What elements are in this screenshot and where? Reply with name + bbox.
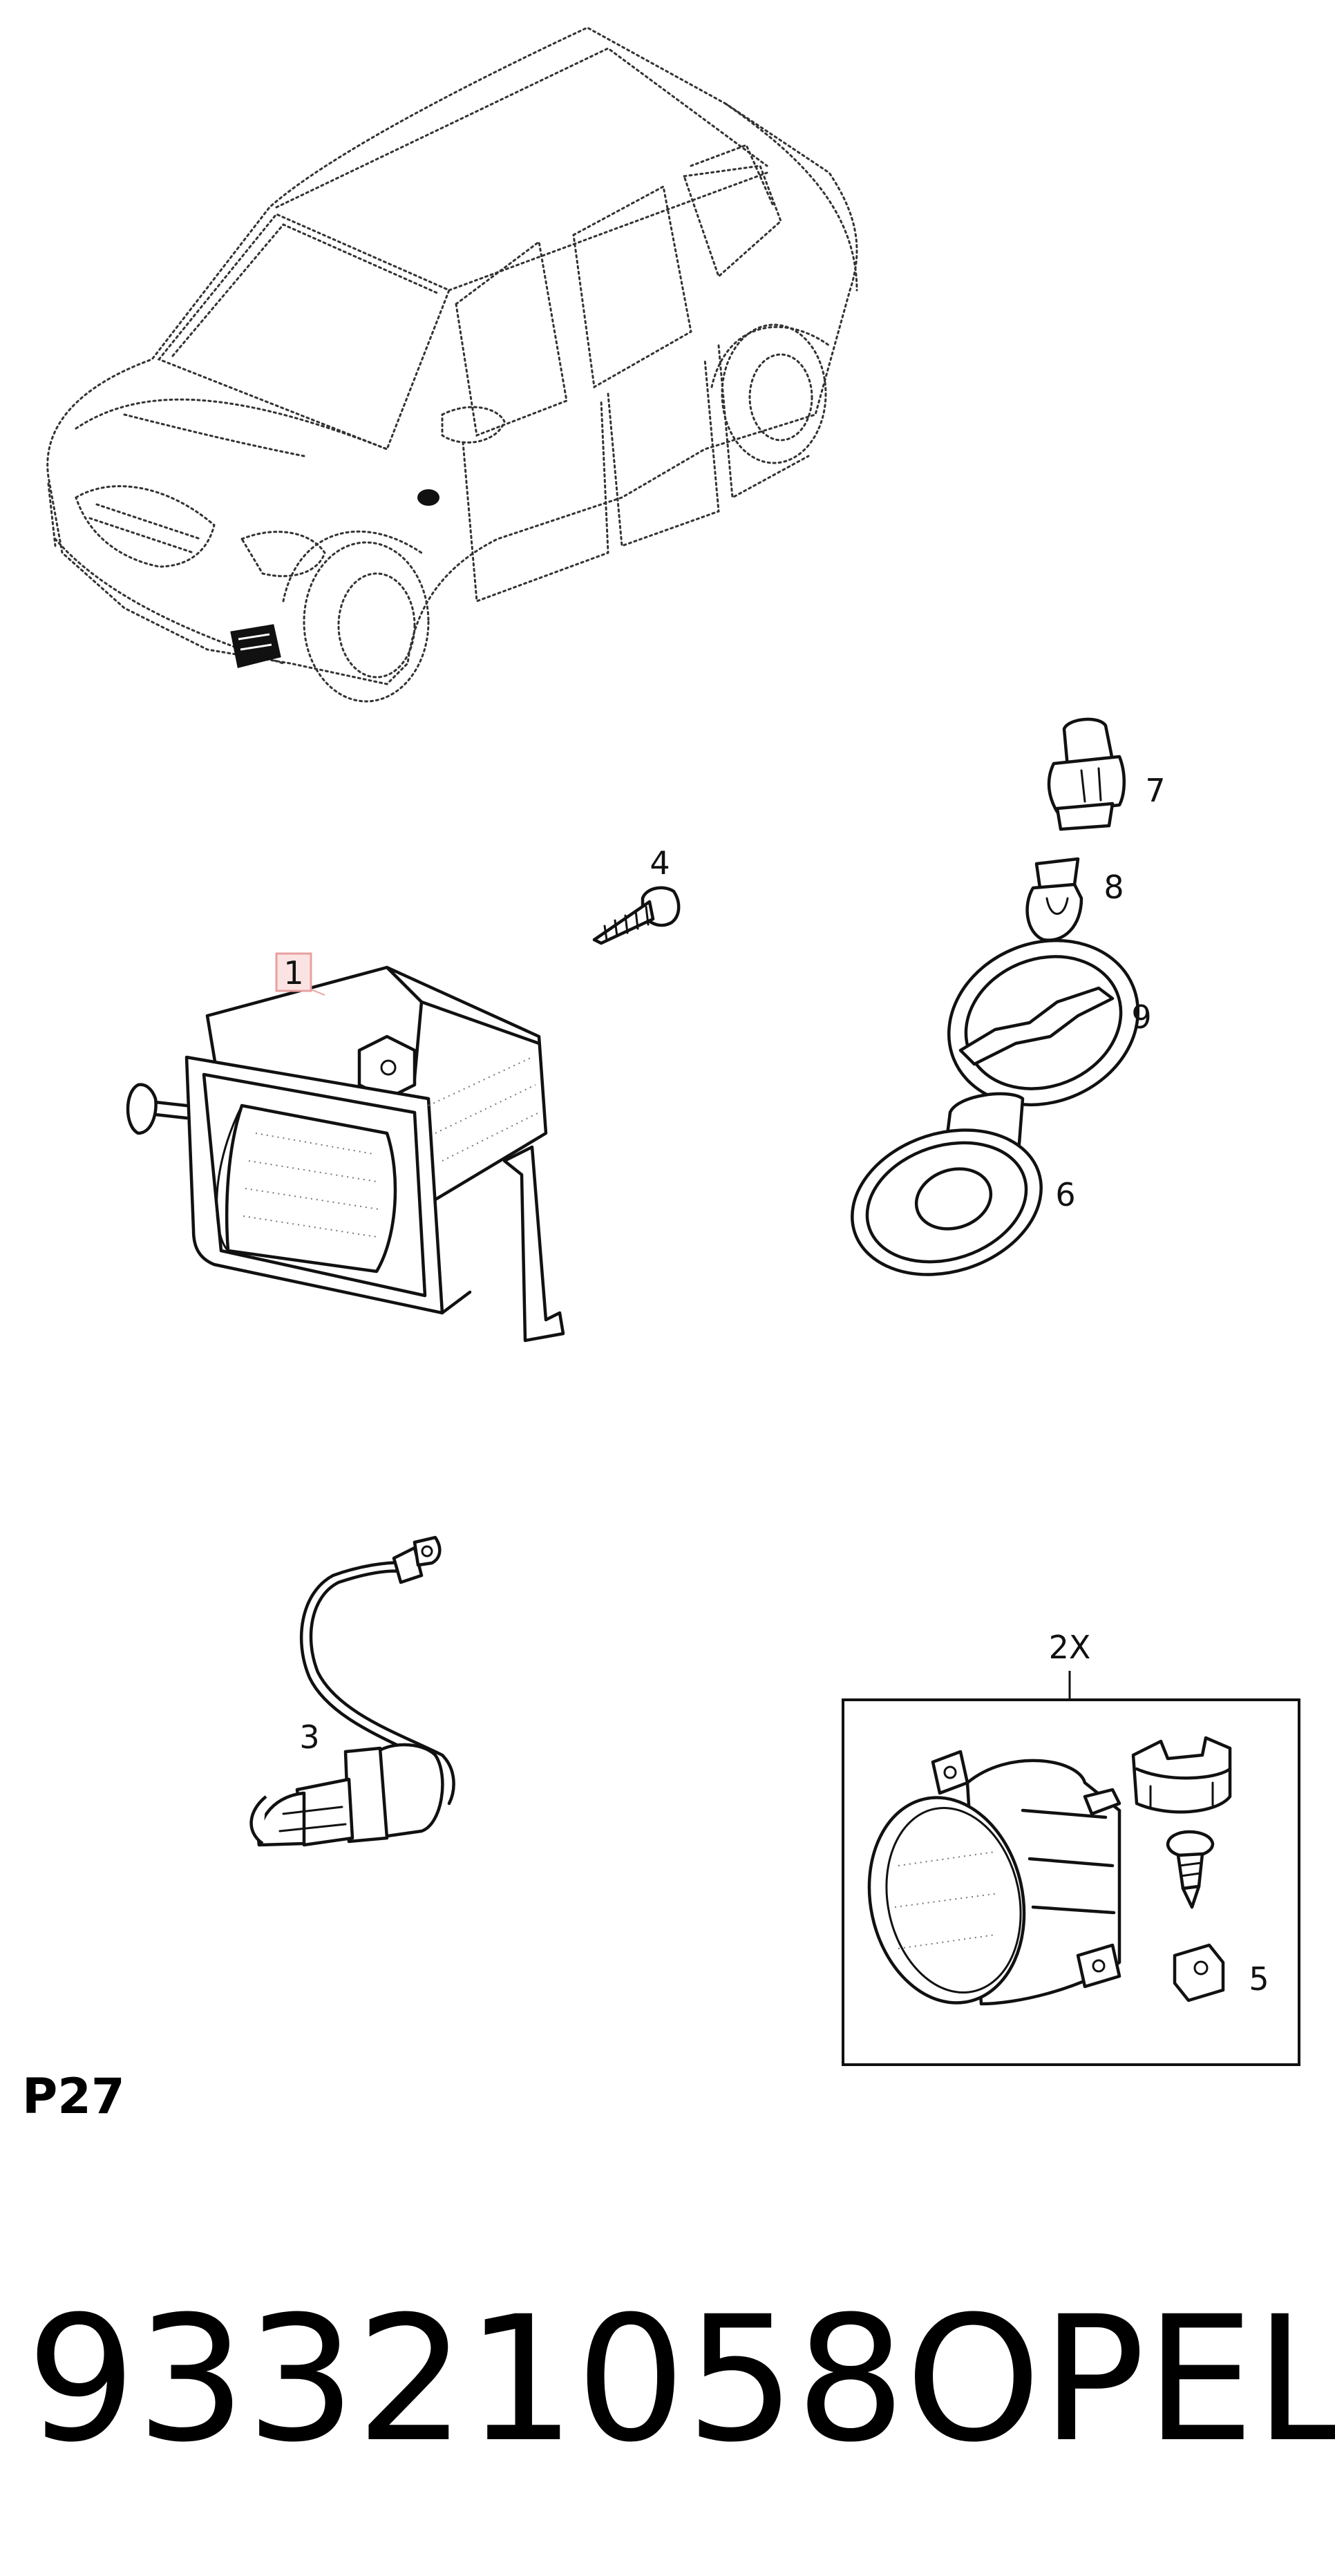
part-number: 93321058 (26, 2279, 905, 2480)
vehicle-illustration (46, 26, 858, 703)
callout-6[interactable]: 6 (1055, 1176, 1075, 1213)
kit-screw (1166, 1830, 1215, 1909)
h3-bulb-with-lead (249, 1535, 455, 1847)
section-code: P27 (22, 2068, 125, 2125)
socket-cover (851, 1092, 1043, 1276)
callout-3[interactable]: 3 (299, 1718, 319, 1756)
gasket (947, 938, 1140, 1107)
callout-1-label: 1 (283, 954, 303, 992)
round-fog-lamp (867, 1750, 1121, 2006)
callout-5[interactable]: 5 (1249, 1960, 1269, 1998)
callout-7[interactable]: 7 (1145, 772, 1165, 809)
callout-9[interactable]: 9 (1131, 998, 1151, 1036)
clip-nut (1173, 1943, 1225, 2002)
bulb-holder (1047, 717, 1126, 831)
kit-box (842, 1698, 1300, 2066)
retaining-clip (1131, 1736, 1232, 1814)
callout-8[interactable]: 8 (1104, 869, 1124, 906)
callout-2x[interactable]: 2X (1049, 1629, 1091, 1666)
brand-name: OPEL (905, 2279, 1335, 2480)
bulb (1025, 857, 1083, 942)
callout-1[interactable]: 1 (275, 952, 325, 996)
callout-4[interactable]: 4 (650, 844, 670, 882)
fog-lamp-assembly (126, 965, 565, 1343)
screw (592, 886, 681, 945)
